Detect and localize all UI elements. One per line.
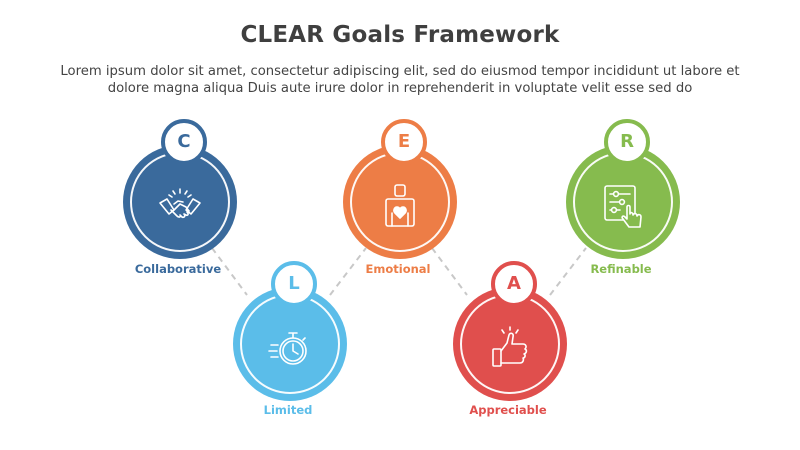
node-appreciable: A [453,261,567,401]
person-heart-icon [385,184,415,227]
settings-panel-icon [604,185,642,228]
label-emotional: Emotional [365,262,431,276]
node-emotional: E [343,119,457,259]
page-subtitle: Lorem ipsum dolor sit amet, consectetur … [60,64,740,96]
letter-badge-l: L [271,261,317,307]
connector-a-r [549,247,587,296]
node-limited: L [233,261,347,401]
node-collaborative: C [123,119,237,259]
thumbs-up-icon [492,326,528,367]
label-collaborative: Collaborative [134,262,222,276]
connector-e-a [431,247,468,296]
label-refinable: Refinable [590,262,652,276]
handshake-icon [159,188,201,219]
letter-badge-e: E [381,119,427,165]
letter-badge-a: A [491,261,537,307]
stopwatch-icon [268,332,307,365]
letter-badge-r: R [604,119,650,165]
label-limited: Limited [263,403,313,417]
node-refinable: R [566,119,680,259]
page-title: CLEAR Goals Framework [240,22,560,48]
connector-c-l [211,247,248,296]
connector-l-e [329,247,367,296]
label-appreciable: Appreciable [469,403,547,417]
letter-badge-c: C [161,119,207,165]
